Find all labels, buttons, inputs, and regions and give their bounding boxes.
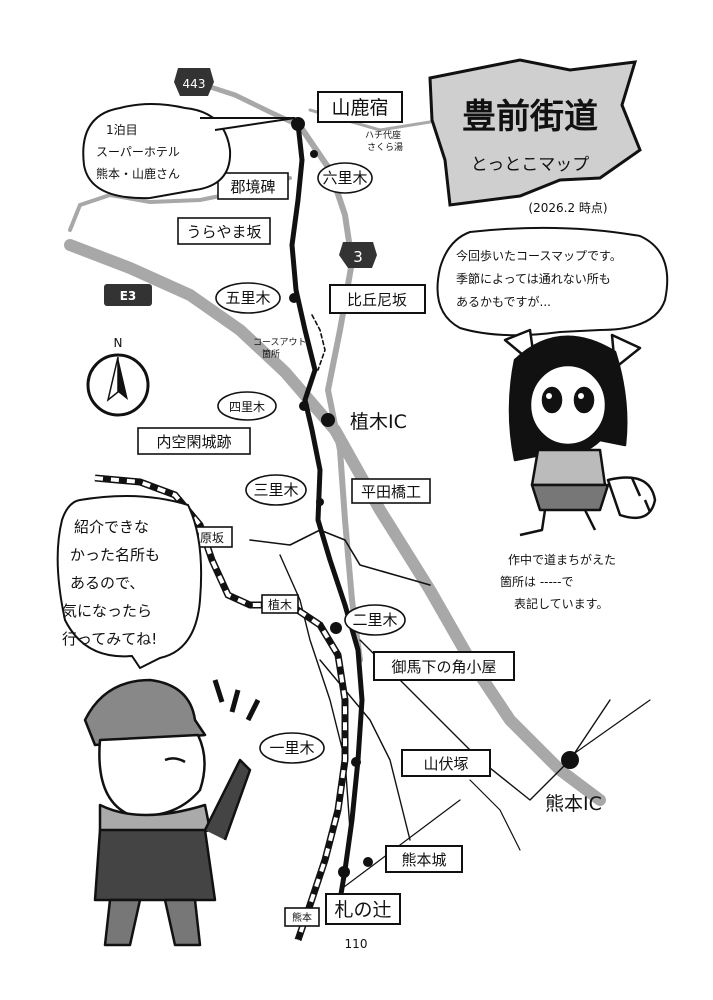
- svg-text:ハチ代座: ハチ代座: [365, 129, 401, 141]
- svg-text:熊本IC: 熊本IC: [545, 793, 602, 815]
- label-sanriki: 三里木: [245, 474, 307, 506]
- e3-expressway-sign: E3: [104, 284, 152, 306]
- svg-text:五里木: 五里木: [225, 289, 270, 307]
- bubble-hotel: 1泊目 スーパーホテル 熊本・山鹿さん: [82, 103, 296, 200]
- svg-text:植木IC: 植木IC: [350, 411, 407, 433]
- svg-text:スーパーホテル: スーパーホテル: [96, 145, 180, 159]
- svg-text:熊本城: 熊本城: [401, 851, 446, 869]
- label-hikunizaka: 比丘尼坂: [329, 284, 426, 314]
- svg-text:行ってみてね!: 行ってみてね!: [62, 630, 157, 648]
- route-3-shield: 3: [339, 242, 377, 268]
- svg-text:植木: 植木: [268, 597, 292, 612]
- bubble-intro: 今回歩いたコースマップです。 季節によっては通れない所も あるかもですが...: [436, 226, 669, 337]
- bubble-note: 作中で道まちがえた 箇所は -----で 表記しています。: [500, 552, 616, 611]
- compass-icon: N: [86, 336, 150, 417]
- svg-text:山鹿宿: 山鹿宿: [331, 97, 388, 119]
- svg-text:うらやま坂: うらやま坂: [186, 223, 261, 241]
- old-man-illustration: [83, 678, 261, 947]
- label-ichiriki: 一里木: [259, 732, 325, 764]
- label-rokuriki: 六里木: [317, 162, 373, 194]
- svg-text:1泊目: 1泊目: [106, 123, 138, 137]
- svg-text:3: 3: [353, 248, 363, 266]
- svg-text:札の辻: 札の辻: [334, 899, 391, 921]
- svg-text:郡境碑: 郡境碑: [230, 178, 275, 196]
- svg-text:六里木: 六里木: [322, 169, 367, 187]
- svg-text:御馬下の角小屋: 御馬下の角小屋: [391, 658, 496, 676]
- svg-text:三里木: 三里木: [253, 481, 298, 499]
- title-main: 豊前街道: [462, 97, 598, 137]
- label-omamashita: 御馬下の角小屋: [373, 651, 515, 681]
- svg-text:箇所は -----で: 箇所は -----で: [500, 575, 573, 589]
- svg-text:あるので、: あるので、: [70, 574, 144, 592]
- svg-text:四里木: 四里木: [229, 400, 265, 414]
- label-goriki: 五里木: [215, 282, 281, 314]
- svg-text:比丘尼坂: 比丘尼坂: [347, 291, 407, 309]
- svg-text:平田橋工: 平田橋工: [361, 483, 421, 501]
- svg-text:一里木: 一里木: [269, 739, 314, 757]
- label-niriki: 二里木: [344, 604, 406, 636]
- svg-text:E3: E3: [120, 289, 137, 303]
- svg-text:コースアウト: コースアウト: [253, 337, 307, 348]
- label-yamaga-juku: 山鹿宿: [317, 91, 403, 123]
- svg-text:今回歩いたコースマップです。: 今回歩いたコースマップです。: [456, 248, 622, 263]
- label-gunsuihi: 郡境碑: [217, 172, 289, 200]
- label-fudanotsuji: 札の辻: [325, 893, 401, 925]
- svg-text:あるかもですが...: あるかもですが...: [456, 294, 551, 309]
- page-number: 110: [345, 937, 368, 951]
- label-uchikara: 内空閑城跡: [137, 427, 251, 455]
- svg-text:二里木: 二里木: [352, 611, 397, 629]
- svg-text:N: N: [114, 336, 123, 350]
- label-course-out: コースアウト 箇所: [253, 337, 307, 360]
- map-date: (2026.2 時点): [528, 201, 607, 215]
- svg-text:気になったら: 気になったら: [62, 602, 152, 620]
- label-heidabashi: 平田橋工: [351, 478, 431, 504]
- svg-text:さくら湯: さくら湯: [367, 142, 403, 153]
- route-443-shield: 443: [174, 68, 214, 96]
- svg-text:箇所: 箇所: [262, 348, 280, 360]
- svg-text:紹介できな: 紹介できな: [74, 518, 149, 536]
- bubble-recommend: 紹介できな かった名所も あるので、 気になったら 行ってみてね!: [56, 495, 203, 670]
- label-ueki: 植木: [261, 594, 299, 614]
- label-hachiyo-sakura: ハチ代座 さくら湯: [365, 129, 403, 153]
- svg-text:かった名所も: かった名所も: [70, 546, 160, 564]
- label-ueki-ic: 植木IC: [350, 411, 407, 433]
- tanuki-girl-illustration: [503, 328, 657, 537]
- title-sub: とっとこマップ: [471, 155, 590, 175]
- svg-text:山伏塚: 山伏塚: [423, 755, 468, 773]
- speech-bubbles: 1泊目 スーパーホテル 熊本・山鹿さん 今回歩いたコースマップです。 季節によっ…: [56, 103, 669, 670]
- svg-text:443: 443: [183, 77, 206, 91]
- svg-text:熊本・山鹿さん: 熊本・山鹿さん: [96, 166, 180, 181]
- svg-text:表記しています。: 表記しています。: [514, 596, 608, 611]
- svg-text:作中で道まちがえた: 作中で道まちがえた: [508, 552, 616, 567]
- title-banner: 豊前街道 とっとこマップ (2026.2 時点): [428, 58, 642, 215]
- svg-text:内空閑城跡: 内空閑城跡: [156, 433, 231, 451]
- label-yamabushizuka: 山伏塚: [401, 749, 491, 777]
- svg-text:季節によっては通れない所も: 季節によっては通れない所も: [456, 271, 611, 286]
- station-dots: [289, 117, 579, 878]
- label-urayamazaka: うらやま坂: [177, 217, 271, 245]
- label-kumamoto-station: 熊本: [284, 907, 320, 927]
- svg-text:熊本: 熊本: [292, 911, 312, 924]
- route-shields: 443 3 E3: [104, 68, 377, 306]
- label-kumamoto-ic: 熊本IC: [545, 793, 602, 815]
- label-yonriki: 四里木: [217, 391, 277, 421]
- place-labels: 山鹿宿 ハチ代座 さくら湯 六里木 郡境碑 うらやま坂 比丘尼坂 五里木 コース…: [137, 91, 602, 927]
- label-kumamoto-castle: 熊本城: [385, 845, 463, 873]
